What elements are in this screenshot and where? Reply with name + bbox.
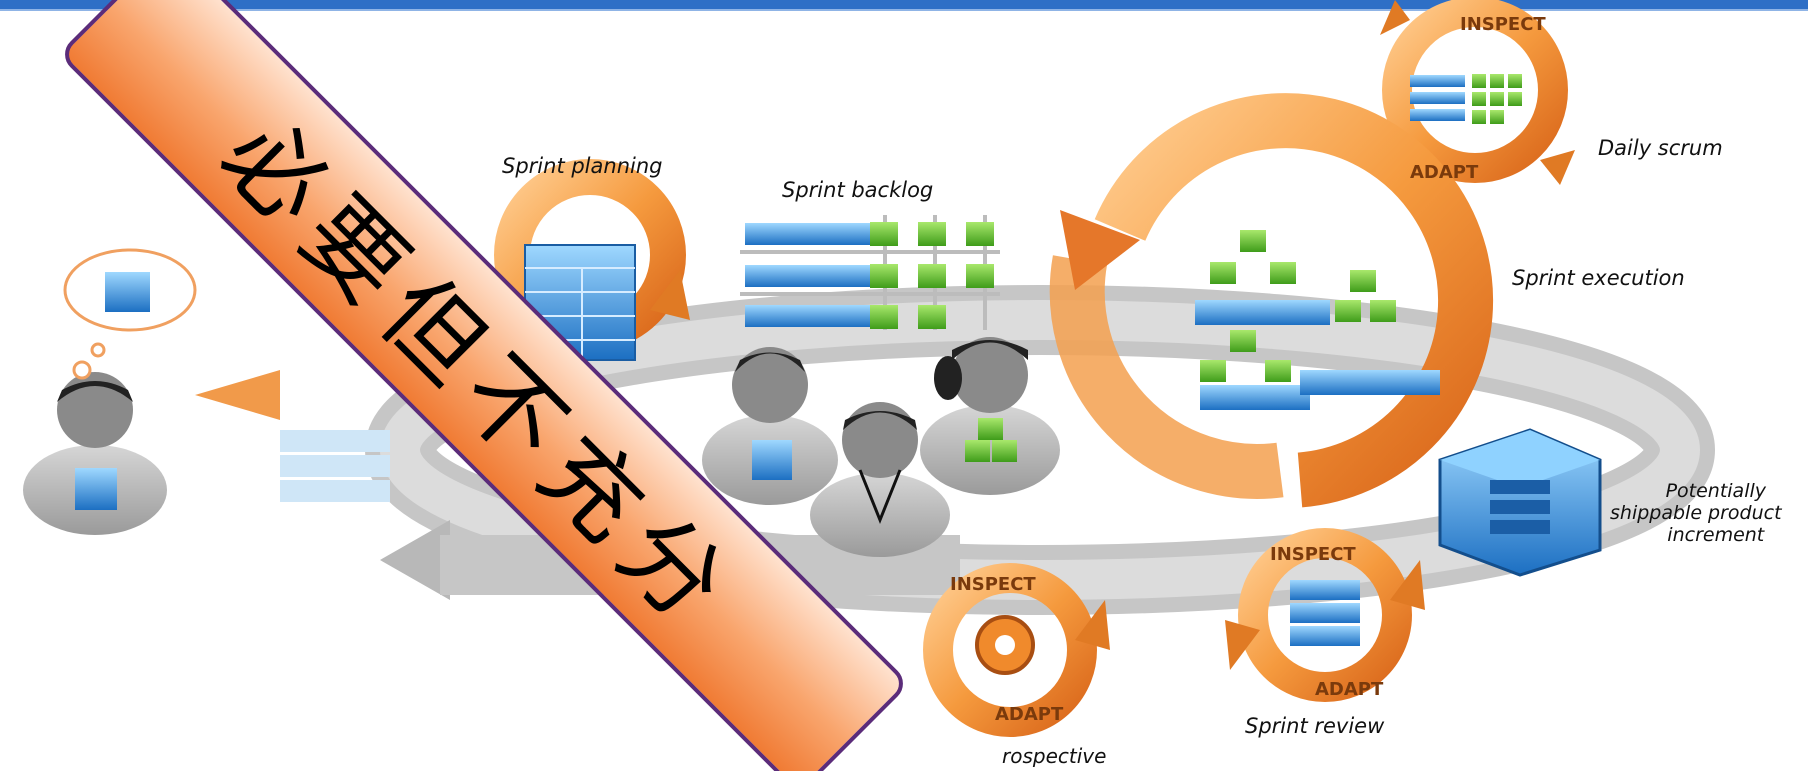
svg-text:ADAPT: ADAPT: [1410, 162, 1479, 183]
daily-scrum-cycle: [1380, 0, 1575, 185]
label-sprint-execution: Sprint execution: [1512, 266, 1685, 290]
scrum-team-people: [702, 337, 1060, 557]
sprint-execution-cycle: [1049, 93, 1494, 508]
label-potentially-line1: Potentially: [1665, 480, 1766, 502]
label-potentially-shippable: Potentially shippable product increment: [1610, 480, 1782, 546]
label-sprint-planning: Sprint planning: [502, 154, 663, 178]
svg-text:ADAPT: ADAPT: [995, 704, 1064, 725]
svg-text:INSPECT: INSPECT: [1460, 14, 1546, 35]
inspect-adapt-labels: INSPECT ADAPT INSPECT ADAPT INSPECT ADAP…: [950, 14, 1546, 725]
label-potentially-line3: increment: [1667, 524, 1765, 546]
svg-text:INSPECT: INSPECT: [950, 574, 1036, 595]
sprint-backlog-grid: [740, 215, 1000, 330]
label-sprint-review: Sprint review: [1245, 714, 1385, 738]
sprint-retrospective-cycle: [923, 563, 1110, 737]
top-border-bar: [0, 0, 1808, 11]
svg-text:INSPECT: INSPECT: [1270, 544, 1356, 565]
product-increment-cube: [1438, 428, 1602, 577]
label-sprint-retrospective: rospective: [1002, 744, 1107, 768]
label-potentially-line2: shippable product: [1610, 502, 1782, 524]
sprint-review-cycle: [1225, 528, 1425, 702]
diagonal-banner: 必要但不充分: [57, 0, 911, 771]
product-owner-area: [23, 248, 390, 535]
label-daily-scrum: Daily scrum: [1598, 136, 1723, 160]
label-sprint-backlog: Sprint backlog: [782, 178, 934, 202]
banner-text: 必要但不充分: [199, 97, 756, 654]
svg-text:ADAPT: ADAPT: [1315, 679, 1384, 700]
